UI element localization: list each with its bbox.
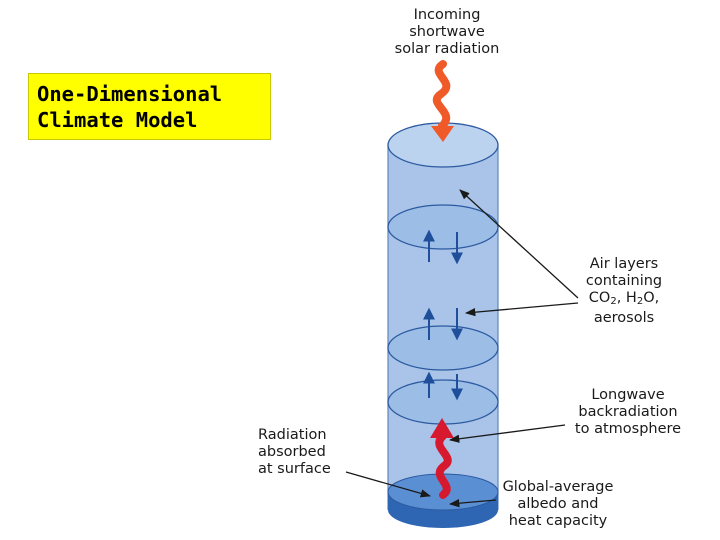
incoming-solar-label: Incoming shortwave solar radiation	[394, 7, 500, 57]
longwave-backradiation-label: Longwave backradiation to atmosphere	[574, 387, 682, 437]
title-line-1: One-Dimensional	[37, 82, 223, 106]
surface-disk	[387, 473, 499, 528]
solar-radiation-arrow-icon	[431, 60, 454, 142]
albedo-heat-capacity-label: Global-average albedo and heat capacity	[502, 479, 614, 529]
callout-lines	[345, 189, 579, 508]
air-layer-ellipse-3	[387, 379, 499, 425]
title-line-2: Climate Model	[37, 108, 198, 132]
air-layer-ellipse-2	[387, 325, 499, 371]
diagram-title: One-Dimensional Climate Model	[28, 73, 271, 140]
air-layers-gases: CO2, H2O,	[588, 290, 660, 307]
air-layer-ellipse-1	[387, 204, 499, 250]
radiation-absorbed-label: Radiation absorbed at surface	[258, 427, 331, 477]
longwave-radiation-arrow-icon	[430, 418, 454, 499]
air-layers-label: Air layers containing CO2, H2O, aerosols	[572, 256, 676, 327]
up-down-arrows-icon	[423, 229, 463, 401]
